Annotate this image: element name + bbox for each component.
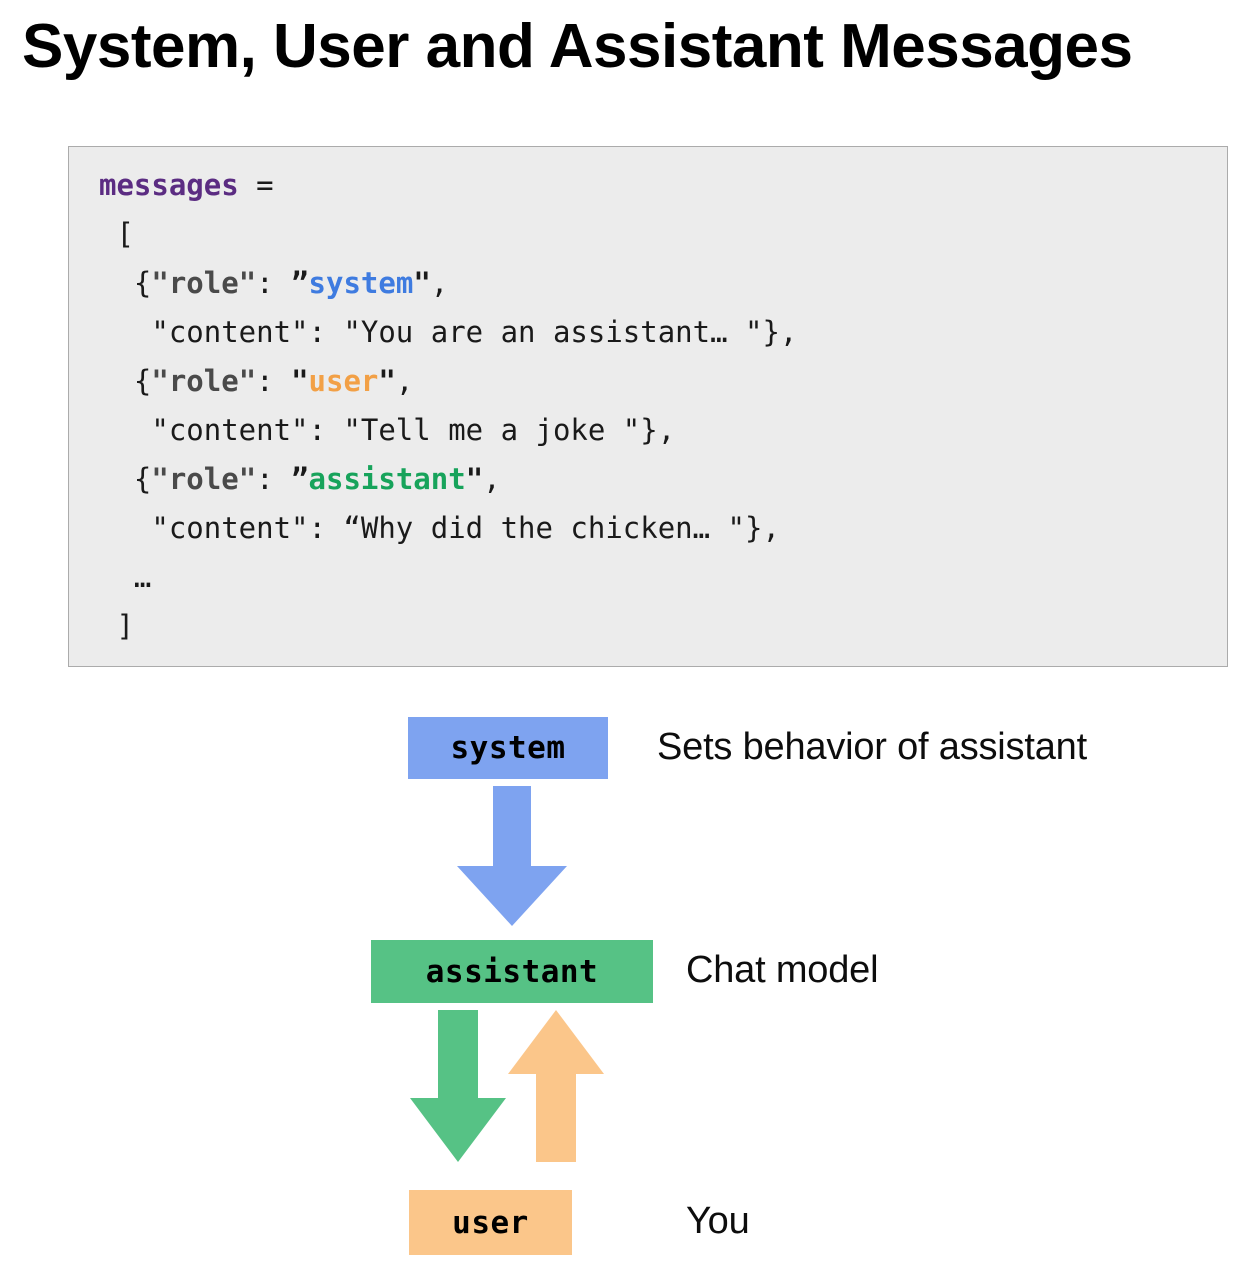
code-token-quote: " [413, 266, 431, 300]
code-line: {"role": ”assistant", [99, 455, 797, 504]
arrow-assistant-to-user-icon [410, 1010, 506, 1162]
diagram-box-user-label: user [452, 1204, 529, 1241]
code-token-quote: ” [291, 462, 309, 496]
code-token-key: "role" [151, 462, 257, 496]
code-token-key: "role" [151, 364, 257, 398]
code-line: "content": "Tell me a joke "}, [99, 406, 797, 455]
code-line: messages = [99, 161, 797, 210]
code-line: "content": “Why did the chicken… "}, [99, 504, 797, 553]
diagram-box-system-label: system [450, 730, 566, 766]
code-token-plain: , [483, 462, 501, 496]
code-token-quote: " [378, 364, 396, 398]
code-line: {"role": ”system", [99, 259, 797, 308]
diagram-box-system[interactable]: system [408, 717, 608, 779]
code-token-key: "role" [151, 266, 257, 300]
code-token-user: user [308, 364, 379, 398]
message-flow-diagram: system Sets behavior of assistant assist… [0, 690, 1260, 1282]
page-title: System, User and Assistant Messages [22, 12, 1133, 81]
code-token-quote: " [465, 462, 484, 496]
code-token-plain: "content": "Tell me a joke "}, [99, 413, 676, 447]
code-line: ] [99, 602, 797, 651]
code-token-plain: { [99, 266, 152, 300]
arrow-user-to-assistant-icon [508, 1010, 604, 1162]
diagram-label-user: You [686, 1200, 750, 1242]
code-token-quote: " [291, 364, 309, 398]
diagram-label-system: Sets behavior of assistant [657, 726, 1087, 768]
code-token-plain: : [256, 364, 292, 398]
code-token-system: system [308, 266, 414, 300]
code-token-plain: = [238, 168, 292, 202]
code-token-var: messages [99, 168, 239, 202]
code-token-assistant: assistant [308, 462, 466, 496]
code-token-plain: "content": “Why did the chicken… "}, [99, 511, 780, 545]
code-token-plain: { [99, 462, 152, 496]
code-listing: messages = [ {"role": ”system", "content… [99, 161, 797, 651]
code-token-plain: : [256, 266, 292, 300]
code-token-plain: { [99, 364, 152, 398]
code-block: messages = [ {"role": ”system", "content… [68, 146, 1228, 667]
code-token-plain: , [395, 364, 414, 398]
code-token-plain: [ [99, 217, 134, 251]
code-line: [ [99, 210, 797, 259]
code-token-plain: "content": "You are an assistant… "}, [99, 315, 798, 349]
diagram-box-user[interactable]: user [409, 1190, 572, 1255]
diagram-label-assistant: Chat model [686, 949, 879, 991]
code-token-plain: : [256, 462, 292, 496]
code-line: {"role": "user", [99, 357, 797, 406]
code-token-plain: , [430, 266, 449, 300]
arrow-system-to-assistant-icon [457, 786, 567, 926]
diagram-box-assistant-label: assistant [425, 953, 599, 990]
code-token-plain: … [99, 560, 152, 594]
code-line: … [99, 553, 797, 602]
code-token-plain: ] [99, 609, 134, 643]
diagram-box-assistant[interactable]: assistant [371, 940, 653, 1003]
code-line: "content": "You are an assistant… "}, [99, 308, 797, 357]
code-token-quote: ” [291, 266, 309, 300]
